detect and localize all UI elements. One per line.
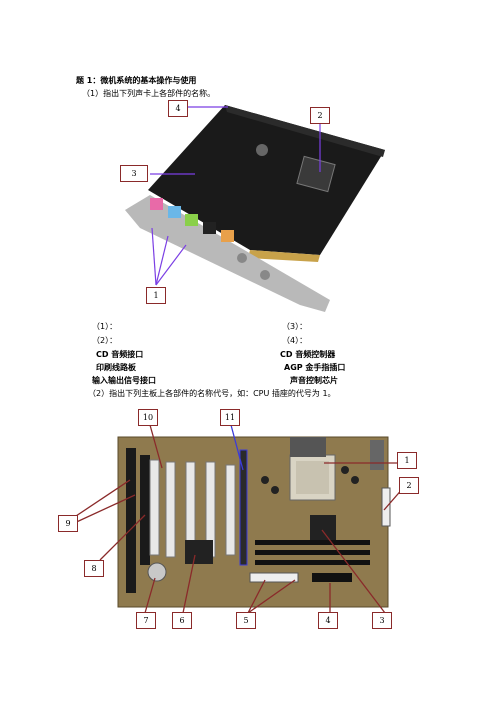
- pci-slot-2: [165, 461, 176, 558]
- answer-label-1: （1）：: [92, 322, 118, 331]
- board-callout-2: 2: [399, 477, 419, 494]
- jack-blue: [168, 206, 181, 218]
- board-callout-7: 7: [136, 612, 156, 629]
- sound-card-pcb: [148, 105, 385, 255]
- board-callout-6: 6: [172, 612, 192, 629]
- dimm-slot-2: [255, 550, 370, 555]
- gold-finger-edge: [248, 250, 320, 262]
- isa-slot-2: [140, 455, 150, 565]
- q2-prompt: （2）指出下列主板上各部件的名称代号，如：CPU 插座的代号为 1。: [88, 389, 336, 398]
- north-bridge-chip: [310, 515, 336, 541]
- board-callout-5: 5: [236, 612, 256, 629]
- board-callout-9: 9: [58, 515, 78, 532]
- sound-callout-1: 1: [146, 287, 166, 304]
- jack-black: [203, 222, 216, 234]
- floppy-connector: [312, 573, 352, 582]
- agp-slot: [239, 449, 248, 566]
- cmos-battery: [147, 562, 167, 582]
- answer-label-4: （4）：: [282, 336, 308, 345]
- option-io-interface: 输入输出信号接口: [92, 376, 156, 385]
- board-callout-4: 4: [318, 612, 338, 629]
- sound-callout-3: 3: [120, 165, 148, 182]
- option-cd-audio-port: CD 音频接口: [96, 350, 144, 359]
- sound-callout-4: 4: [168, 100, 188, 117]
- board-callout-11: 11: [220, 409, 240, 426]
- south-bridge-chip: [185, 540, 213, 564]
- exercise-heading: 题 1：微机系统的基本操作与使用: [76, 76, 197, 85]
- option-cd-controller: CD 音频控制器: [280, 350, 336, 359]
- q1-prompt: （1）指出下列声卡上各部件的名称。: [82, 89, 216, 98]
- jack-orange: [221, 230, 234, 242]
- jack-green: [185, 214, 198, 226]
- option-agp-finger: AGP 金手指插口: [284, 363, 346, 372]
- board-callout-10: 10: [138, 409, 158, 426]
- isa-slot-1: [126, 448, 136, 593]
- board-callout-1: 1: [397, 452, 417, 469]
- dimm-slot-3: [255, 560, 370, 565]
- jack-optical: [237, 253, 247, 263]
- option-pcb: 印刷线路板: [96, 363, 136, 372]
- sound-callout-2: 2: [310, 107, 330, 124]
- io-port-block: [290, 437, 326, 457]
- logo-mark: [256, 144, 268, 156]
- answer-label-3: （3）：: [282, 322, 308, 331]
- option-audio-chip: 声音控制芯片: [290, 376, 338, 385]
- board-callout-3: 3: [372, 612, 392, 629]
- ide-connector: [249, 572, 299, 583]
- pci-slot-1: [149, 459, 160, 556]
- metal-bracket: [125, 195, 330, 312]
- answer-label-2: （2）：: [92, 336, 118, 345]
- jack-pink: [150, 198, 163, 210]
- dimm-slot-1: [255, 540, 370, 545]
- board-callout-8: 8: [84, 560, 104, 577]
- pci-slot-5: [225, 464, 236, 556]
